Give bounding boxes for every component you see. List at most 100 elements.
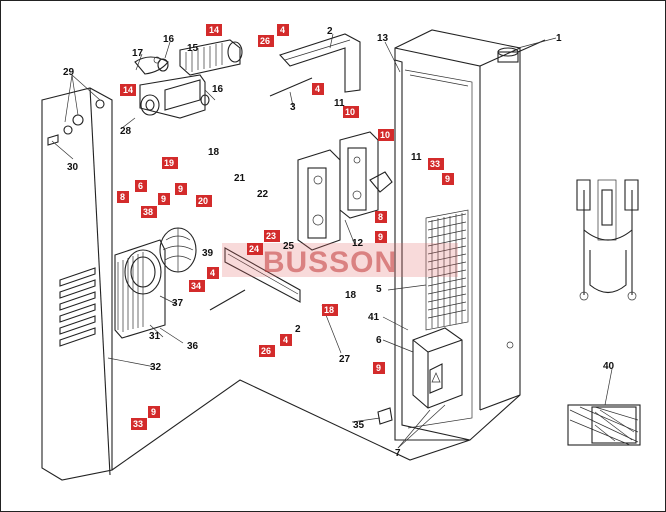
inset-contactor-detail <box>576 179 639 301</box>
inset-filter-pad <box>567 404 641 446</box>
callout-11-right: 11 <box>411 152 422 163</box>
callout-3: 3 <box>290 102 296 113</box>
red-label-8-right: 8 <box>375 211 387 223</box>
svg-text:8: 8 <box>378 212 383 222</box>
callout-27: 27 <box>339 354 351 365</box>
callout-12: 12 <box>352 238 364 249</box>
screw-34 <box>209 289 246 311</box>
cabinet-body <box>394 29 546 441</box>
svg-text:10: 10 <box>345 107 355 117</box>
part-35-clamp <box>377 407 393 425</box>
leader-lines <box>51 33 613 449</box>
callout-18-top: 18 <box>208 147 220 158</box>
red-label-9-panel: 9 <box>148 406 160 418</box>
red-label-9-right-b: 9 <box>375 231 387 243</box>
red-label-20: 20 <box>196 195 212 207</box>
svg-text:20: 20 <box>198 196 208 206</box>
svg-text:10: 10 <box>380 130 390 140</box>
callout-1: 1 <box>556 33 562 44</box>
callout-2-top: 2 <box>327 26 333 37</box>
callout-21: 21 <box>234 173 246 184</box>
svg-text:6: 6 <box>138 181 143 191</box>
watermark-logo: BUSSON <box>222 243 458 279</box>
red-label-14-top: 14 <box>206 24 222 36</box>
red-label-18: 18 <box>322 304 338 316</box>
contactor-frame <box>297 131 393 251</box>
callout-17: 17 <box>132 48 144 59</box>
red-label-33-right: 33 <box>428 158 444 170</box>
svg-text:26: 26 <box>261 346 271 356</box>
svg-text:33: 33 <box>133 419 143 429</box>
red-label-9-base: 9 <box>373 362 385 374</box>
callout-39: 39 <box>202 248 214 259</box>
svg-text:19: 19 <box>164 158 174 168</box>
svg-text:4: 4 <box>283 335 288 345</box>
middle-rail <box>224 247 301 303</box>
callout-25: 25 <box>283 241 295 252</box>
red-label-38: 38 <box>141 206 157 218</box>
callout-15: 15 <box>187 43 199 54</box>
red-label-10-a: 10 <box>343 106 359 118</box>
svg-text:9: 9 <box>151 407 156 417</box>
svg-text:9: 9 <box>445 174 450 184</box>
svg-text:14: 14 <box>123 85 133 95</box>
red-label-4-top: 4 <box>277 24 289 36</box>
callout-36: 36 <box>187 341 199 352</box>
callout-29: 29 <box>63 67 75 78</box>
red-label-4-bottom: 4 <box>280 334 292 346</box>
svg-text:33: 33 <box>430 159 440 169</box>
callout-7: 7 <box>395 448 401 459</box>
callout-11-top: 11 <box>334 98 345 109</box>
svg-text:4: 4 <box>210 268 215 278</box>
svg-text:8: 8 <box>120 192 125 202</box>
svg-text:9: 9 <box>178 184 183 194</box>
red-label-4-mid: 4 <box>312 83 324 95</box>
callout-35: 35 <box>353 420 365 431</box>
callout-16-mid: 16 <box>212 84 224 95</box>
shaft-assembly-lower <box>139 74 210 119</box>
callout-40: 40 <box>603 361 615 372</box>
callout-41: 41 <box>368 312 380 323</box>
callout-18-mid: 18 <box>345 290 357 301</box>
callout-37: 37 <box>172 298 184 309</box>
red-label-26-top: 26 <box>258 35 274 47</box>
red-label-14-mid: 14 <box>120 84 136 96</box>
red-label-34: 34 <box>189 280 205 292</box>
side-panel-louvres <box>59 267 96 347</box>
callout-6: 6 <box>376 335 382 346</box>
red-labels: 14 4 26 4 14 10 10 33 9 19 8 6 9 9 38 20… <box>117 24 454 430</box>
top-cable-gland <box>497 39 546 63</box>
callout-30: 30 <box>67 162 79 173</box>
red-label-9-right: 9 <box>442 173 454 185</box>
small-bolts-29 <box>47 99 105 146</box>
callout-22: 22 <box>257 189 269 200</box>
fan-assembly <box>114 227 197 339</box>
red-label-10-b: 10 <box>378 129 394 141</box>
red-label-9-fan-a: 9 <box>158 193 170 205</box>
red-label-9-fan-b: 9 <box>175 183 187 195</box>
svg-text:24: 24 <box>249 244 259 254</box>
red-label-4-left: 4 <box>207 267 219 279</box>
callout-31: 31 <box>149 331 161 342</box>
screw-3 <box>269 77 313 97</box>
svg-text:9: 9 <box>161 194 166 204</box>
red-label-24: 24 <box>247 243 263 255</box>
callout-32: 32 <box>150 362 162 373</box>
svg-text:4: 4 <box>280 25 285 35</box>
side-panel <box>41 87 113 481</box>
svg-text:26: 26 <box>260 36 270 46</box>
svg-text:38: 38 <box>143 207 153 217</box>
callout-5: 5 <box>376 284 382 295</box>
red-label-8-left: 8 <box>117 191 129 203</box>
base-outline <box>111 379 471 471</box>
cabinet-vent-grille <box>425 209 469 331</box>
red-label-23: 23 <box>264 230 280 242</box>
watermark-text: BUSSON <box>263 246 397 279</box>
svg-text:34: 34 <box>191 281 201 291</box>
red-label-33-panel: 33 <box>131 418 147 430</box>
transformer-box <box>412 327 463 409</box>
callout-2-mid: 2 <box>295 324 301 335</box>
svg-text:4: 4 <box>315 84 320 94</box>
